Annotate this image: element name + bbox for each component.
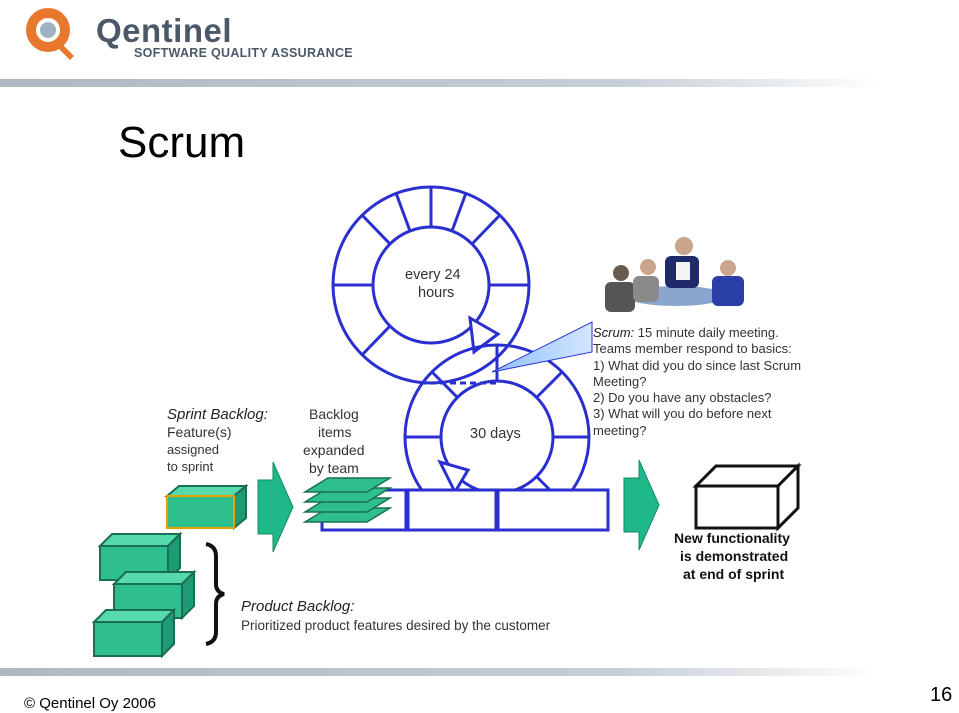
expanded-backlog-line2: items [318,424,352,440]
sprint-backlog-line1: Feature(s) [167,424,232,440]
scrum-note-line4: Meeting? [593,373,647,389]
scrum-note-line3: 1) What did you do since last Scrum [593,357,802,373]
slide-title: Scrum [118,118,246,167]
scrum-note-line5: 2) Do you have any obstacles? [593,390,772,406]
qentinel-logo-icon [26,8,74,60]
scrum-note-line7: meeting? [593,422,647,438]
result-line1: New functionality [674,530,790,546]
result-line2: is demonstrated [680,548,789,564]
expanded-backlog-sheets [302,477,393,523]
expanded-backlog-line1: Backlog [309,406,359,422]
expanded-backlog-line3: expanded [303,442,365,458]
page-number: 16 [930,684,953,706]
scrum-note-title: Scrum: [593,325,635,340]
product-backlog-subtitle: Prioritized product features desired by … [241,618,551,633]
product-backlog-title: Product Backlog: [241,598,355,615]
daily-cycle-ring [331,185,531,385]
logo-name: Qentinel [96,12,233,49]
footer-divider [0,668,880,676]
product-backlog-bracket [205,542,225,646]
scrum-note: Scrum: 15 minute daily meeting. Teams me… [593,325,801,439]
result-line3: at end of sprint [683,566,785,582]
scrum-note-line2: Teams member respond to basics: [593,341,792,357]
meeting-illustration-icon [605,237,744,312]
scrum-note-line6: 3) What will you do before next [593,406,772,422]
sprint-cycle-ring [320,343,610,532]
callout-wedge [491,321,593,373]
logo-tagline: SOFTWARE QUALITY ASSURANCE [134,46,353,60]
sprint-backlog-line2: assigned [167,442,220,457]
copyright-text: © Qentinel Oy 2006 [24,695,156,712]
daily-cycle-label-line2: hours [418,285,455,301]
sprint-cycle-label: 30 days [470,426,521,442]
daily-cycle-label-line1: every 24 [405,267,461,283]
sprint-backlog-title: Sprint Backlog: [167,406,268,423]
sprint-backlog-box [164,483,249,531]
product-backlog-boxes [91,531,197,659]
expanded-backlog-line4: by team [309,460,359,476]
header-divider [0,79,880,87]
sprint-backlog-line3: to sprint [167,459,214,474]
green-arrows [257,459,660,553]
result-box [692,462,802,532]
scrum-note-line1: 15 minute daily meeting. [634,325,779,340]
